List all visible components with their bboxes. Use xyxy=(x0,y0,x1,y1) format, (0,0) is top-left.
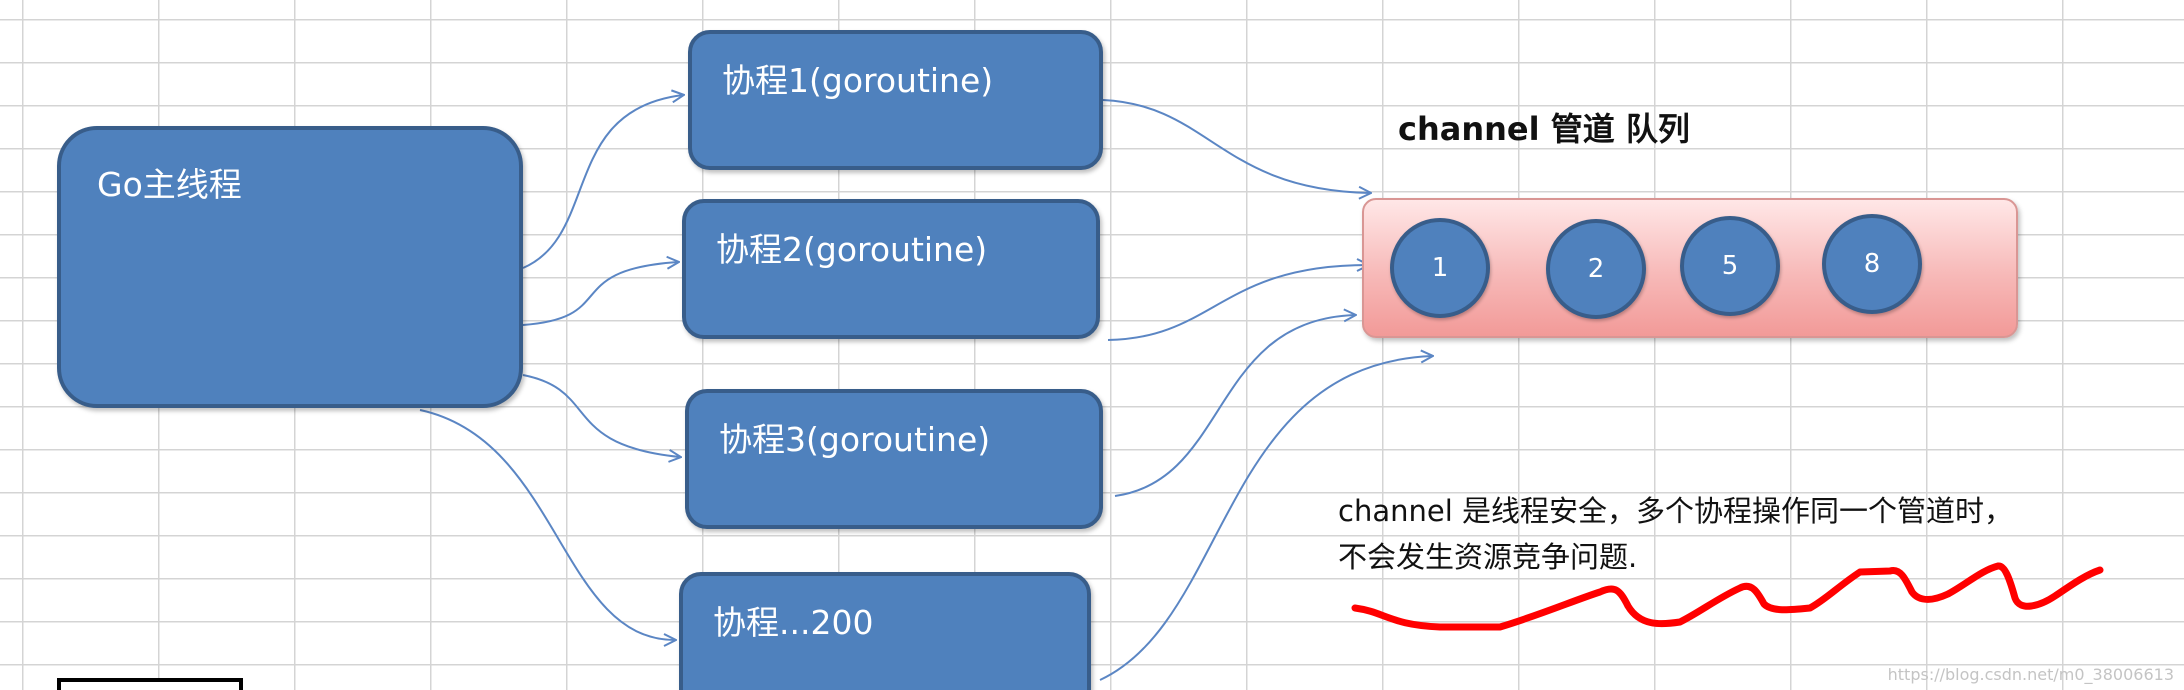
queue-item: 1 xyxy=(1390,218,1490,318)
channel-queue: 1 2 5 8 xyxy=(1362,198,2018,338)
queue-item: 8 xyxy=(1822,214,1922,314)
goroutine-label: 协程...200 xyxy=(713,603,874,642)
main-thread-label: Go主线程 xyxy=(97,165,242,204)
note-line-2: 不会发生资源竞争问题. xyxy=(1338,540,1638,574)
watermark: https://blog.csdn.net/m0_38006613 xyxy=(1887,665,2174,684)
note-line-1: channel 是线程安全，多个协程操作同一个管道时， xyxy=(1338,494,2013,528)
arrow-g4-to-channel xyxy=(1099,356,1432,681)
goroutine-box-2: 协程2(goroutine) xyxy=(682,199,1100,339)
red-underline-scribble xyxy=(1351,562,2104,631)
goroutine-label: 协程2(goroutine) xyxy=(716,230,988,269)
goroutine-box-200: 协程...200 xyxy=(679,572,1091,690)
arrow-g2-to-channel xyxy=(1107,265,1368,341)
goroutine-box-3: 协程3(goroutine) xyxy=(685,389,1103,529)
goroutine-label: 协程3(goroutine) xyxy=(719,420,991,459)
queue-item: 5 xyxy=(1680,216,1780,316)
arrow-main-to-g2 xyxy=(522,262,678,326)
arrow-main-to-g1 xyxy=(522,95,683,269)
queue-item: 2 xyxy=(1546,219,1646,319)
main-thread-box: Go主线程 xyxy=(57,126,523,408)
goroutine-box-1: 协程1(goroutine) xyxy=(688,30,1103,170)
arrow-main-to-g4 xyxy=(419,409,675,640)
arrow-g3-to-channel xyxy=(1114,315,1355,497)
partial-box-outline xyxy=(57,678,243,690)
thread-safety-note: channel 是线程安全，多个协程操作同一个管道时， 不会发生资源竞争问题. xyxy=(1338,488,2158,580)
arrow-g1-to-channel xyxy=(1102,99,1370,193)
goroutine-label: 协程1(goroutine) xyxy=(722,61,994,100)
channel-title: channel 管道 队列 xyxy=(1398,110,1690,148)
arrow-main-to-g3 xyxy=(522,374,680,457)
